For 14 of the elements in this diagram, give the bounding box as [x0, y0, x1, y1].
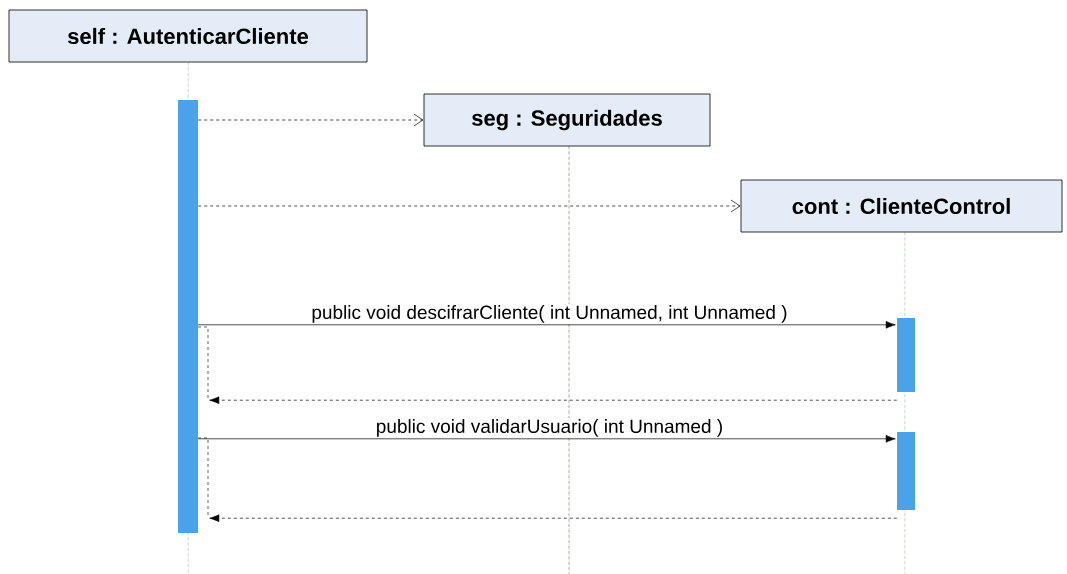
message-arrow [197, 321, 896, 329]
activation-bar [897, 432, 915, 510]
message-label: public void descifrarCliente( int Unnamed, int Unnamed ) [310, 304, 789, 324]
object-box: seg : Seguridades [423, 93, 711, 147]
activation-bar [897, 318, 915, 392]
message-arrow [197, 435, 896, 443]
message-arrow [197, 199, 741, 213]
message-label: public void validarUsuario( int Unnamed ) [374, 418, 725, 438]
activation-bar [178, 100, 198, 533]
object-box: cont : ClienteControl [740, 179, 1063, 233]
message-arrow [209, 514, 898, 522]
object-box: self : AutenticarCliente [8, 9, 368, 63]
message-arrow [209, 396, 898, 404]
message-arrow [197, 113, 424, 127]
